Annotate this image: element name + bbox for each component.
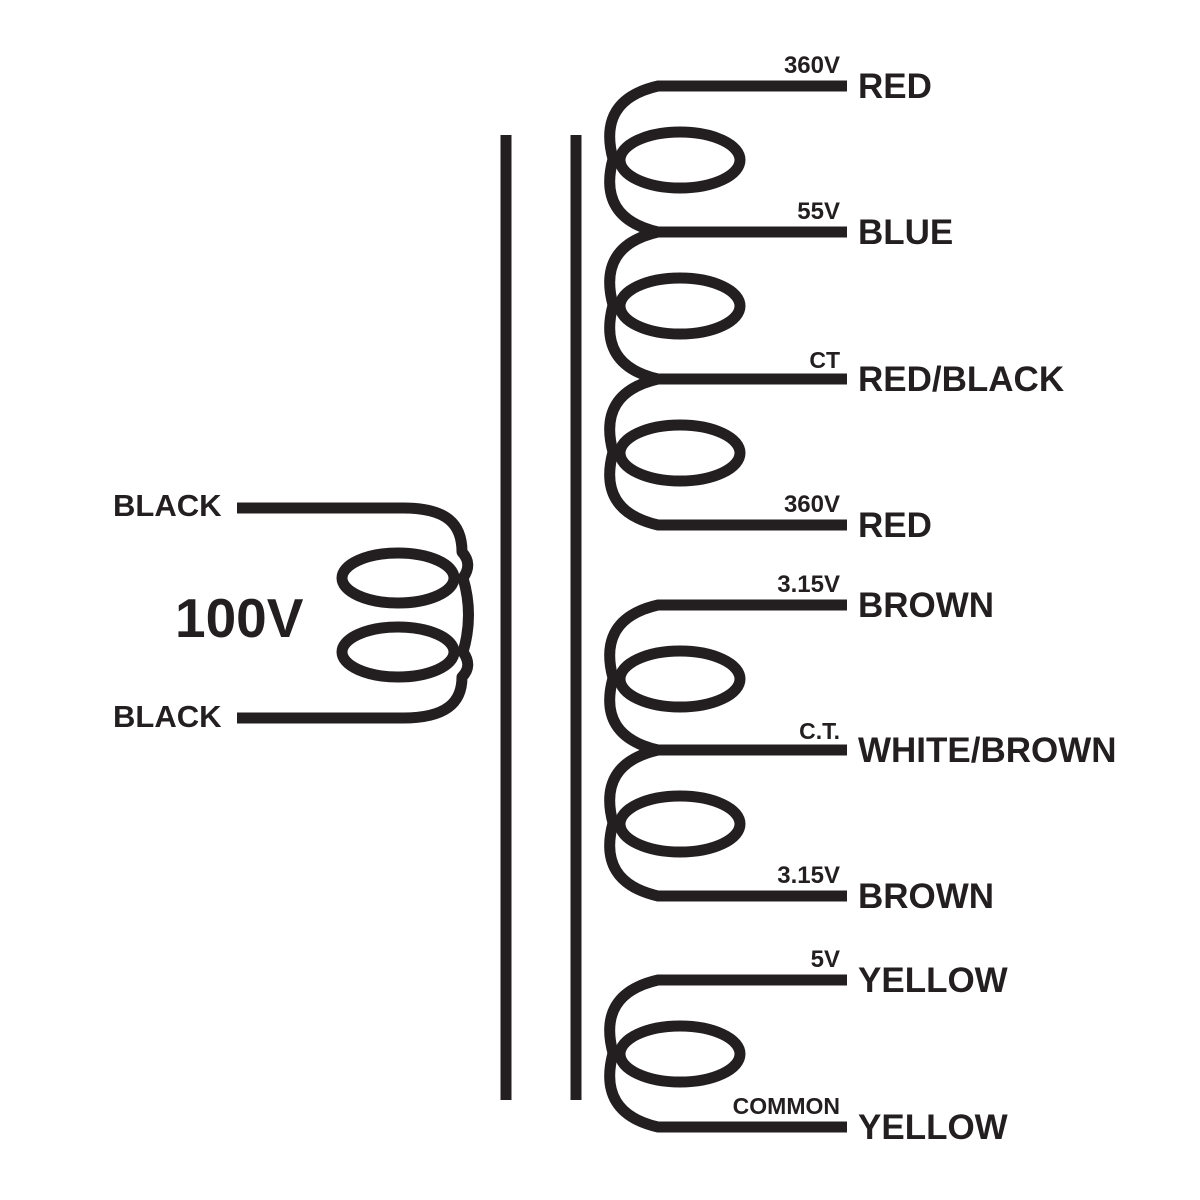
hv-coil-section-3 [604,373,847,531]
secondary-winding-heater-1: 3.15V BROWN C.T. WHITE/BROWN 3.15V BROWN [604,571,1117,916]
primary-bottom-lead-label: BLACK [113,699,222,734]
tap-voltage-label: 55V [797,198,840,225]
tap-wire-color-label: WHITE/BROWN [858,731,1117,770]
secondary-winding-heater-2: 5V YELLOW COMMON YELLOW [604,946,1008,1147]
hv-coil-loop-1 [614,126,746,194]
tap-voltage-label: CT [809,347,840,373]
tap-voltage-label: 3.15V [777,862,840,889]
tap-wire-color-label: RED [858,506,932,545]
primary-voltage-label: 100V [175,587,304,649]
tap-voltage-label: 360V [784,52,840,79]
tap-wire-color-label: YELLOW [858,961,1008,1000]
hv-coil-loop-3 [614,419,746,487]
primary-top-lead-label: BLACK [113,488,222,523]
hv-coil-section-1 [604,80,847,238]
secondary-winding-hv: 360V RED 55V BLUE CT RED/BLACK 360V RED [604,52,1064,545]
tap-voltage-label: 3.15V [777,571,840,598]
heater2-coil-section-1 [604,974,847,1133]
primary-coil-loop-2 [336,621,460,683]
tap-voltage-label: 5V [811,946,840,973]
tap-wire-color-label: BROWN [858,877,994,916]
tap-voltage-label: COMMON [733,1093,840,1119]
tap-voltage-label: C.T. [799,718,840,744]
transformer-core [500,135,582,1100]
tap-wire-color-label: BROWN [858,586,994,625]
tap-wire-color-label: RED [858,67,932,106]
tap-wire-color-label: YELLOW [858,1108,1008,1147]
primary-winding: BLACK 100V BLACK [113,488,474,734]
heater2-coil-loop-1 [614,1020,746,1088]
heater1-coil-loop-2 [614,790,746,858]
heater1-coil-section-2 [604,744,847,902]
hv-coil-section-2 [604,226,847,385]
tap-wire-color-label: RED/BLACK [858,360,1064,399]
primary-coil-loop-1 [336,547,460,609]
hv-coil-loop-2 [614,272,746,340]
heater1-coil-section-1 [604,599,847,756]
tap-wire-color-label: BLUE [858,213,953,252]
primary-coil-wire [237,502,474,724]
tap-voltage-label: 360V [784,491,840,518]
heater1-coil-loop-1 [614,645,746,713]
